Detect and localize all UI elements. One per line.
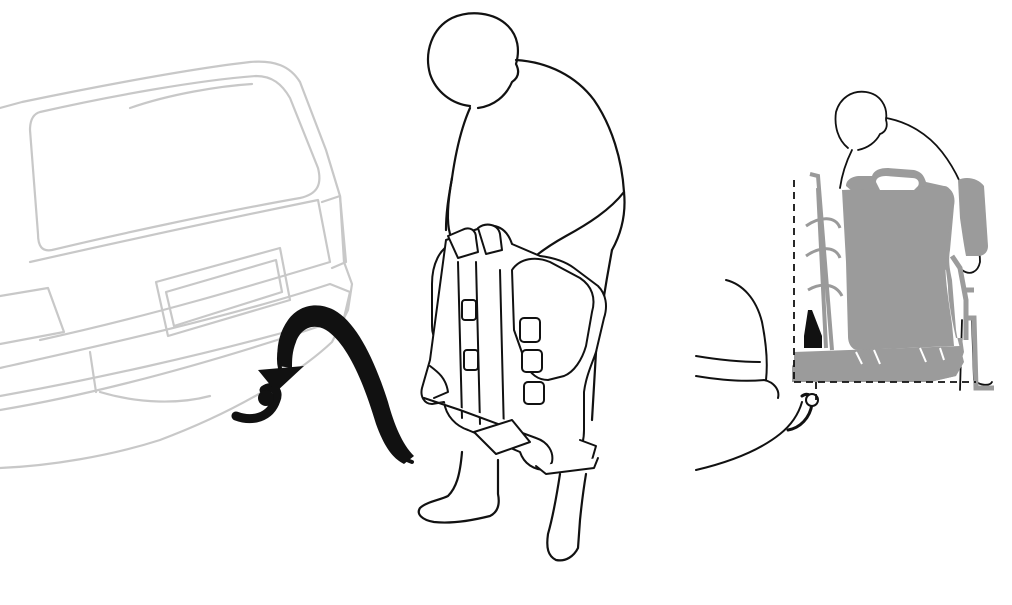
curved-arrow-down-icon bbox=[258, 305, 414, 464]
license-plate-recess bbox=[154, 246, 292, 338]
car-bumper-lower bbox=[0, 326, 302, 398]
person-head bbox=[426, 12, 520, 110]
ghost-person-front bbox=[839, 149, 853, 189]
carrier-light-slot-3 bbox=[523, 381, 545, 405]
mounted-carrier-plate bbox=[842, 186, 954, 350]
person-chest bbox=[444, 106, 472, 232]
car-tailgate bbox=[28, 198, 332, 342]
mounted-bike-holder-arm bbox=[809, 172, 834, 351]
arrow-head bbox=[258, 366, 304, 392]
carrier-rail-left bbox=[457, 261, 463, 419]
mounted-bike-holder-clamps bbox=[805, 217, 844, 297]
license-plate bbox=[164, 258, 284, 328]
folded-bike-carrier bbox=[420, 223, 607, 475]
person-left-arm bbox=[446, 176, 454, 236]
ghost-person-head bbox=[834, 90, 888, 151]
person-back bbox=[514, 58, 626, 252]
car-rear bbox=[0, 60, 354, 470]
tow-ball-icon bbox=[231, 383, 282, 424]
car-roof-spoiler bbox=[128, 82, 254, 110]
carrier-base-front bbox=[535, 457, 599, 475]
carrier-slot-left-2 bbox=[463, 349, 479, 371]
car-bumper-edge bbox=[88, 350, 212, 403]
person-right-leg bbox=[546, 472, 588, 562]
person-carrying-carrier bbox=[417, 12, 626, 562]
mounted-carrier-handle bbox=[876, 176, 919, 190]
carrier-coupling bbox=[473, 419, 531, 455]
car-body-outline bbox=[0, 60, 354, 470]
carrier-dimension-outline bbox=[793, 180, 976, 400]
car-rear-window bbox=[28, 74, 321, 252]
car-tail-light-left bbox=[0, 286, 66, 346]
mounted-carrier-side-arm bbox=[958, 178, 988, 256]
car-rear-partial bbox=[695, 279, 819, 471]
person-left-leg bbox=[417, 450, 500, 524]
carrier-rail-mid2 bbox=[499, 269, 505, 435]
mounted-carrier-rail bbox=[949, 254, 994, 391]
mounted-carrier-floor-detail bbox=[855, 347, 945, 365]
car-bumper bbox=[0, 282, 352, 412]
wheel-chock bbox=[804, 310, 822, 348]
carrier-top-clamp bbox=[447, 227, 479, 259]
carrier-rail-mid bbox=[475, 261, 481, 425]
carrier-light-slot-1 bbox=[519, 317, 541, 343]
mounted-carrier-silhouette bbox=[792, 168, 994, 391]
carrier-coupling-lever bbox=[429, 365, 449, 399]
car-tail-light-right bbox=[320, 194, 348, 270]
carrier-slot-left-1 bbox=[461, 299, 477, 321]
carrier-light-slot-2 bbox=[521, 349, 543, 373]
carrier-top-clamp-2 bbox=[477, 223, 503, 255]
